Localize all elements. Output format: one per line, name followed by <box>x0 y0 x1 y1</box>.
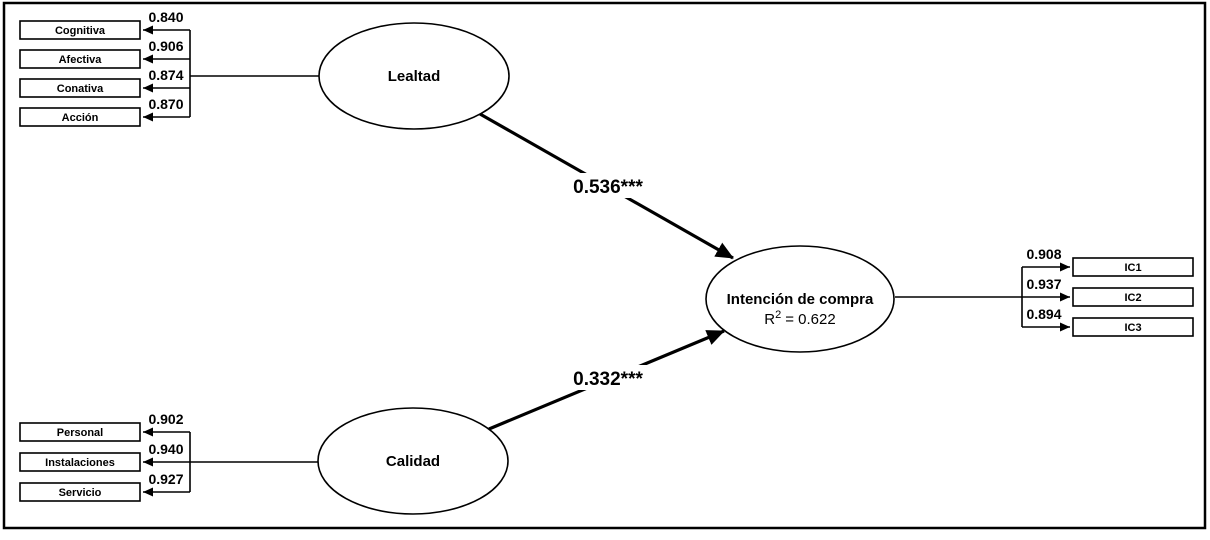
r2-superscript: 2 <box>775 309 781 321</box>
indicator-box-instalaciones <box>19 452 141 472</box>
latent-label-calidad: Calidad <box>386 453 440 470</box>
indicator-box-servicio <box>19 482 141 502</box>
r-squared-value: R2 = 0.622 <box>764 309 835 328</box>
indicator-box-ic3 <box>1072 317 1194 337</box>
loading-value-afectiva: 0.906 <box>148 38 183 54</box>
latent-ellipse-lealtad <box>318 22 510 130</box>
loading-value-personal: 0.902 <box>148 411 183 427</box>
path-coefficient-calidad: 0.332*** <box>573 369 643 390</box>
path-coefficient-lealtad: 0.536*** <box>573 177 643 198</box>
indicator-box-ic1 <box>1072 257 1194 277</box>
loading-value-instalaciones: 0.940 <box>148 441 183 457</box>
indicator-box-cognitiva <box>19 20 141 40</box>
indicator-label-ic2: IC2 <box>1124 292 1141 304</box>
indicator-label-ic3: IC3 <box>1124 322 1141 334</box>
latent-ellipse-intencion <box>705 245 895 353</box>
indicator-box-personal <box>19 422 141 442</box>
loading-value-ic3: 0.894 <box>1026 306 1061 322</box>
r2-rest: = 0.622 <box>785 311 835 328</box>
loading-value-ic2: 0.937 <box>1026 276 1061 292</box>
loading-value-accion: 0.870 <box>148 96 183 112</box>
indicator-box-conativa <box>19 78 141 98</box>
indicator-label-afectiva: Afectiva <box>59 54 103 66</box>
r2-base: R <box>764 311 775 328</box>
diagram-border <box>2 1 1207 530</box>
indicator-label-instalaciones: Instalaciones <box>45 457 115 469</box>
loading-value-ic1: 0.908 <box>1026 246 1061 262</box>
indicator-box-afectiva <box>19 49 141 69</box>
indicator-label-servicio: Servicio <box>59 487 102 499</box>
loading-value-conativa: 0.874 <box>148 67 183 83</box>
indicator-label-accion: Acción <box>62 112 99 124</box>
indicator-label-conativa: Conativa <box>57 83 104 95</box>
latent-label-intencion: Intención de compra <box>727 291 874 308</box>
indicator-label-cognitiva: Cognitiva <box>55 25 106 37</box>
coef-label-mask-lealtad <box>566 173 650 198</box>
latent-ellipse-calidad <box>317 407 509 515</box>
indicator-box-accion <box>19 107 141 127</box>
indicator-label-personal: Personal <box>57 427 103 439</box>
latent-label-lealtad: Lealtad <box>388 68 441 85</box>
loading-value-cognitiva: 0.840 <box>148 9 183 25</box>
indicator-box-ic2 <box>1072 287 1194 307</box>
coef-label-mask-calidad <box>566 365 650 390</box>
loading-value-servicio: 0.927 <box>148 471 183 487</box>
indicator-label-ic1: IC1 <box>1124 262 1141 274</box>
